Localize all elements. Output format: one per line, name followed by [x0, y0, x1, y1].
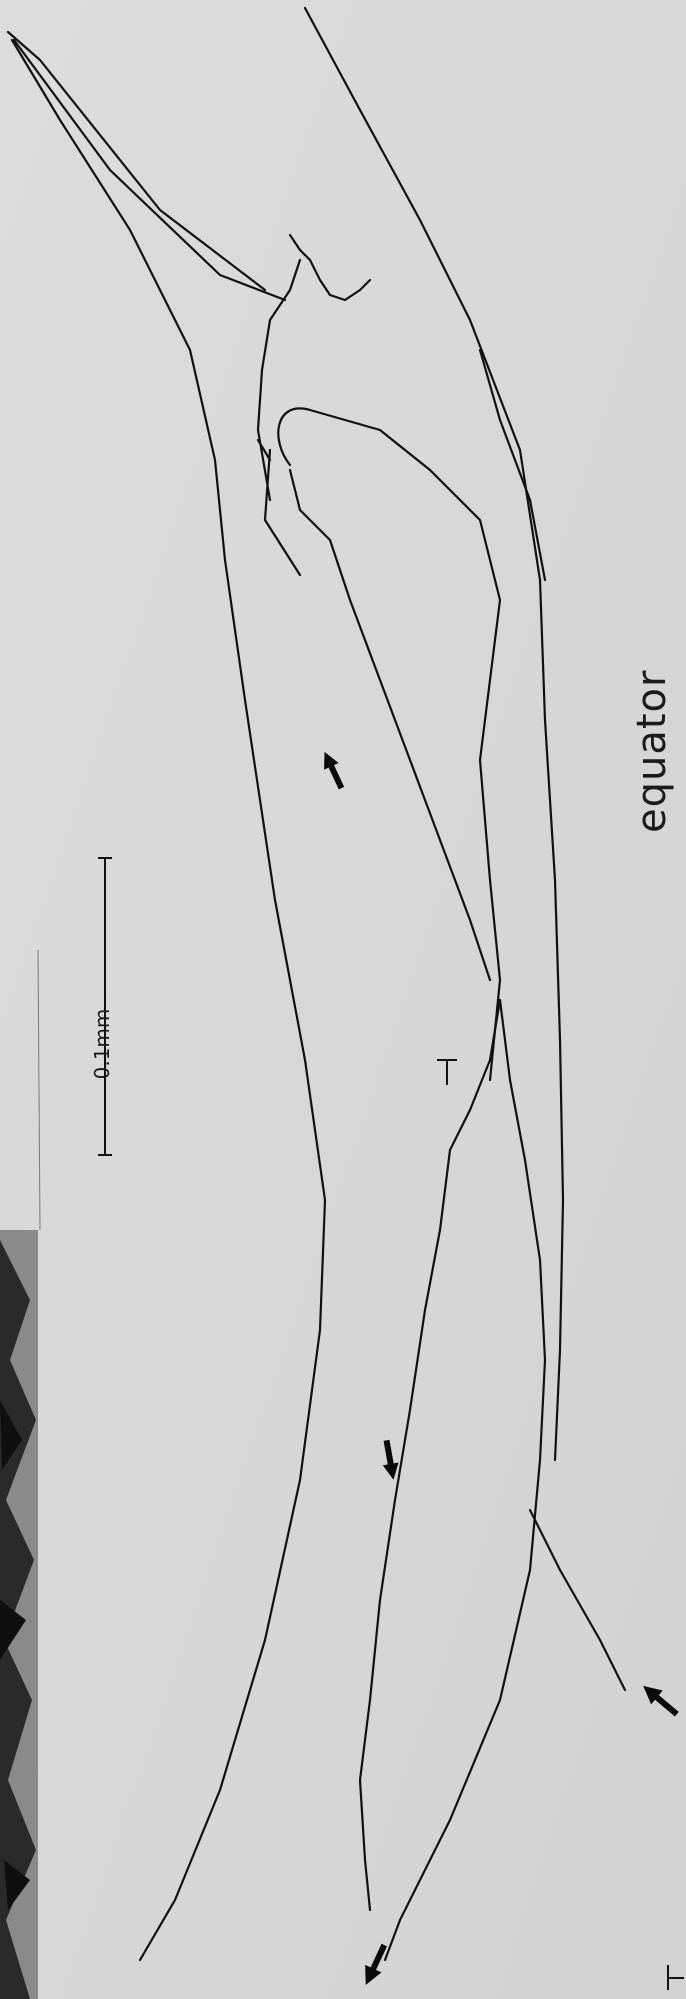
equator-label: equator	[629, 673, 675, 833]
scale-bar-label: 0.1mm	[90, 1004, 114, 1084]
